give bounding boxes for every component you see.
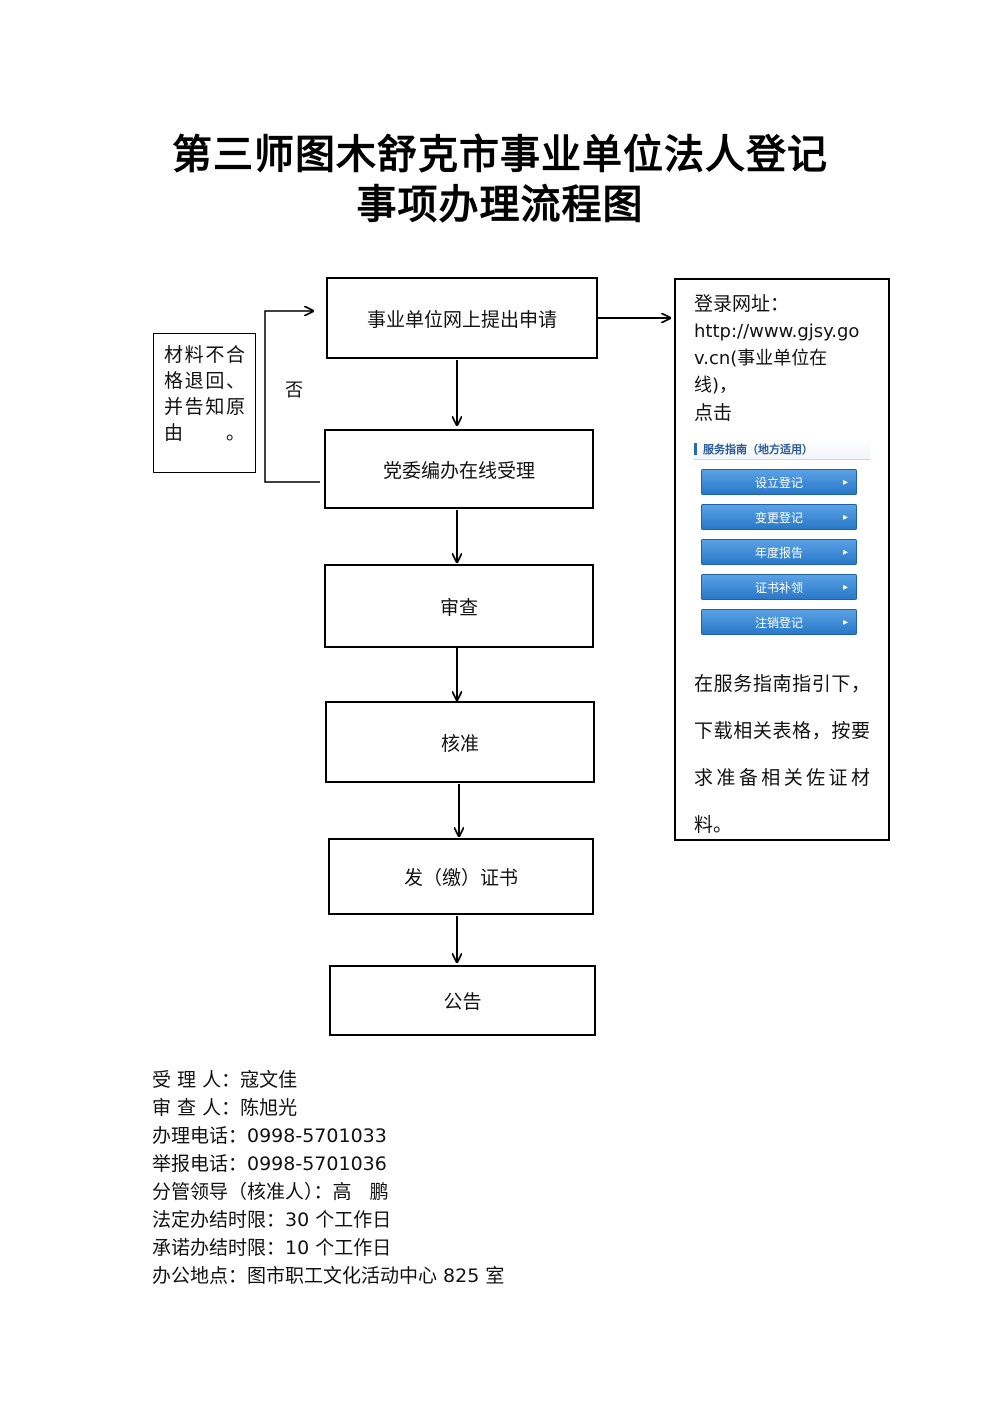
login-info-panel: 登录网址： http://www.gjsy.gov.cn(事业单位在线)， 点击…	[674, 278, 890, 841]
button-label: 设立登记	[754, 475, 803, 490]
info-handling-phone: 办理电话：0998-5701033	[152, 1125, 387, 1147]
info-reviewer: 审 查 人：陈旭光	[152, 1097, 298, 1119]
step-review: 审查	[324, 564, 594, 648]
info-legal-limit: 法定办结时限：30 个工作日	[152, 1209, 392, 1231]
step-announce: 公告	[329, 965, 596, 1036]
step-apply-online: 事业单位网上提出申请	[326, 277, 598, 359]
contact-info: 受 理 人：寇文佳 审 查 人：陈旭光 办理电话：0998-5701033 举报…	[152, 1066, 504, 1290]
button-label: 变更登记	[754, 510, 803, 525]
info-office-location: 办公地点：图市职工文化活动中心 825 室	[152, 1265, 505, 1287]
click-label: 点击	[694, 402, 733, 424]
login-url: http://www.gjsy.gov.cn(事业单位在线)，	[694, 321, 860, 396]
info-receiver: 受 理 人：寇文佳	[152, 1069, 298, 1091]
change-registration-button[interactable]: 变更登记 ▸	[701, 504, 857, 530]
guide-marker-icon	[694, 443, 697, 455]
button-label: 年度报告	[754, 545, 803, 560]
certificate-reissue-button[interactable]: 证书补领 ▸	[701, 574, 857, 600]
info-promised-limit: 承诺办结时限：10 个工作日	[152, 1237, 392, 1259]
step-issue-certificate: 发（缴）证书	[328, 838, 594, 915]
title-line-1: 第三师图木舒克市事业单位法人登记	[172, 131, 828, 178]
info-leader: 分管领导（核准人）：高 鹏	[152, 1181, 389, 1203]
title-line-2: 事项办理流程图	[356, 181, 644, 228]
step-accept-online: 党委编办在线受理	[324, 429, 594, 509]
chevron-right-icon: ▸	[842, 616, 848, 628]
chevron-right-icon: ▸	[842, 546, 848, 558]
chevron-right-icon: ▸	[842, 581, 848, 593]
chevron-right-icon: ▸	[842, 476, 848, 488]
no-label: 否	[285, 380, 303, 401]
annual-report-button[interactable]: 年度报告 ▸	[701, 539, 857, 565]
button-label: 证书补领	[754, 580, 803, 595]
arrow-reject-loop	[264, 311, 320, 483]
reject-note: 材料不合格退回、并告知原由。	[153, 333, 256, 473]
button-label: 注销登记	[754, 615, 803, 630]
guide-description: 在服务指南指引下，下载相关表格，按要求准备相关佐证材料。	[694, 673, 870, 836]
step-approve: 核准	[325, 701, 595, 783]
service-guide-bar: 服务指南（地方适用）	[694, 439, 870, 460]
info-report-phone: 举报电话：0998-5701036	[152, 1153, 387, 1175]
setup-registration-button[interactable]: 设立登记 ▸	[701, 469, 857, 495]
cancel-registration-button[interactable]: 注销登记 ▸	[701, 609, 857, 635]
chevron-right-icon: ▸	[842, 511, 848, 523]
service-guide-title: 服务指南（地方适用）	[703, 443, 813, 456]
login-heading: 登录网址：	[694, 293, 790, 315]
